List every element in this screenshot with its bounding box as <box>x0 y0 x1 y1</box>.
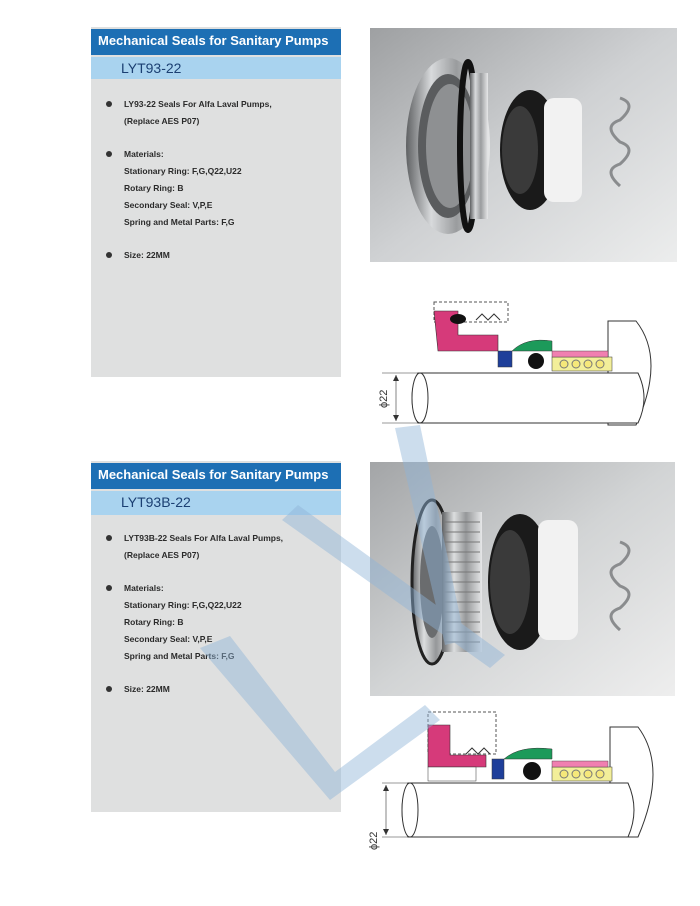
dimension-label-2: ϕ22 <box>368 831 380 850</box>
materials-row: Materials: <box>106 146 272 163</box>
spring-metal-parts: Spring and Metal Parts: F,G <box>124 217 235 227</box>
rotary-ring: Rotary Ring: B <box>124 183 184 193</box>
description-row: LY93-22 Seals For Alfa Laval Pumps, <box>106 96 272 113</box>
description-line2: (Replace AES P07) <box>124 116 200 126</box>
product-info-2: LYT93B-22 Seals For Alfa Laval Pumps, (R… <box>106 530 283 698</box>
product-model-2: LYT93B-22 <box>91 491 341 515</box>
spring-metal-parts: Spring and Metal Parts: F,G <box>124 651 235 661</box>
size-row: Size: 22MM <box>106 247 272 264</box>
product-photo-1 <box>370 28 677 262</box>
product-panel-1 <box>91 27 341 377</box>
size-text: Size: 22MM <box>124 250 170 260</box>
size-text: Size: 22MM <box>124 684 170 694</box>
product-info-1: LY93-22 Seals For Alfa Laval Pumps, (Rep… <box>106 96 272 264</box>
description-line1: LYT93B-22 Seals For Alfa Laval Pumps, <box>124 533 284 543</box>
secondary-seal: Secondary Seal: V,P,E <box>124 634 213 644</box>
dimension-label-1: ϕ22 <box>378 389 390 408</box>
secondary-seal: Secondary Seal: V,P,E <box>124 200 213 210</box>
description-row-2: (Replace AES P07) <box>106 113 272 130</box>
bullet-icon <box>106 151 112 157</box>
stationary-ring: Stationary Ring: F,G,Q22,U22 <box>124 166 242 176</box>
materials-title: Materials: <box>124 583 164 593</box>
cross-section-drawing-2 <box>378 707 678 857</box>
rotary-ring: Rotary Ring: B <box>124 617 184 627</box>
description-line1: LY93-22 Seals For Alfa Laval Pumps, <box>124 99 272 109</box>
stationary-ring: Stationary Ring: F,G,Q22,U22 <box>124 600 242 610</box>
bullet-icon <box>106 252 112 258</box>
bullet-icon <box>106 585 112 591</box>
cross-section-drawing-1 <box>378 295 678 445</box>
description-line2: (Replace AES P07) <box>124 550 200 560</box>
product-photo-2 <box>370 462 675 696</box>
bullet-icon <box>106 535 112 541</box>
product-panel-2 <box>91 461 341 812</box>
product-model-1: LYT93-22 <box>91 57 341 79</box>
product-header-2: Mechanical Seals for Sanitary Pumps <box>91 463 341 489</box>
materials-title: Materials: <box>124 149 164 159</box>
bullet-icon <box>106 686 112 692</box>
product-header-1: Mechanical Seals for Sanitary Pumps <box>91 29 341 55</box>
bullet-icon <box>106 101 112 107</box>
